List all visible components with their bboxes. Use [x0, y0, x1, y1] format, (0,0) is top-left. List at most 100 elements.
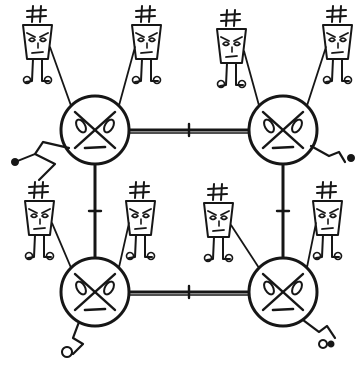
- hash-line: [331, 5, 334, 23]
- figure-head: [24, 200, 55, 236]
- leg-left: [25, 58, 34, 83]
- tail-loop: [61, 346, 73, 358]
- stick-figure: [117, 181, 156, 270]
- eye: [39, 37, 47, 43]
- brow: [316, 208, 326, 214]
- eye: [137, 37, 145, 43]
- hash-mark-icon: [28, 181, 49, 199]
- hub-eye: [263, 118, 275, 134]
- link-line: [275, 162, 291, 260]
- hash-line: [140, 5, 143, 23]
- foot: [322, 75, 332, 85]
- hash-line: [233, 9, 236, 27]
- brow: [129, 208, 139, 214]
- eye: [131, 213, 139, 219]
- hash-line: [39, 5, 42, 23]
- brow: [142, 208, 152, 214]
- hub-tail: [11, 140, 71, 182]
- hash-line: [28, 185, 49, 188]
- hash-mark-icon: [220, 9, 241, 27]
- hash-line: [142, 181, 145, 199]
- hash-line: [31, 5, 34, 23]
- angry-face-icon: [129, 208, 152, 230]
- brow: [28, 208, 38, 214]
- hub-eye: [75, 280, 87, 296]
- stick-figure: [24, 181, 73, 270]
- leg-left: [325, 58, 334, 83]
- mouth: [212, 229, 225, 232]
- foot: [237, 79, 247, 89]
- hash-line: [207, 187, 228, 190]
- figure-head: [131, 24, 162, 60]
- leg-left: [219, 62, 228, 87]
- eye: [328, 37, 336, 43]
- hub-outline: [247, 94, 319, 166]
- hash-line: [225, 9, 228, 27]
- hub-tail: [301, 318, 337, 349]
- brow: [207, 210, 217, 216]
- eye: [339, 37, 347, 43]
- eye: [233, 41, 241, 47]
- leg-left: [27, 234, 36, 259]
- connector-line: [117, 222, 130, 270]
- eye: [28, 37, 36, 43]
- hash-line: [129, 185, 150, 188]
- angry-face-icon: [135, 32, 158, 54]
- hub-cross: [73, 272, 117, 312]
- stick-figure: [305, 5, 353, 108]
- brow: [148, 32, 158, 38]
- foot: [22, 75, 32, 85]
- figure-head: [322, 24, 353, 60]
- angry-face-icon: [326, 32, 349, 54]
- mouth: [33, 227, 46, 230]
- stick-figure: [216, 9, 261, 108]
- mouth: [31, 51, 44, 54]
- leg-right: [222, 236, 231, 260]
- hub-eye: [291, 118, 303, 134]
- tail-line: [309, 144, 347, 164]
- leg-right: [144, 234, 153, 258]
- angry-face-icon: [207, 210, 230, 232]
- foot: [131, 75, 141, 85]
- hub-circle: [247, 94, 355, 166]
- hash-line: [207, 193, 228, 196]
- foot: [216, 79, 226, 89]
- eye: [220, 215, 228, 221]
- hash-mark-icon: [135, 5, 156, 23]
- hash-line: [326, 15, 347, 18]
- hash-mark-icon: [316, 181, 337, 199]
- brow: [329, 208, 339, 214]
- connector-line: [51, 222, 73, 270]
- figure-head: [203, 202, 234, 238]
- mouth: [321, 227, 334, 230]
- foot: [45, 251, 55, 261]
- hash-line: [41, 181, 44, 199]
- link-line: [127, 122, 251, 138]
- foot: [146, 251, 156, 261]
- hash-line: [26, 15, 47, 18]
- stick-figure: [22, 5, 73, 108]
- foot: [125, 251, 135, 261]
- link-line: [87, 162, 103, 260]
- tail-line: [14, 153, 36, 163]
- hash-mark-icon: [26, 5, 47, 23]
- brow: [41, 208, 51, 214]
- foot: [43, 75, 53, 85]
- hash-line: [33, 181, 36, 199]
- leg-left: [315, 234, 324, 259]
- hub-eye: [263, 280, 275, 296]
- eye: [318, 213, 326, 219]
- foot: [312, 251, 322, 261]
- brow: [39, 32, 49, 38]
- figure-head: [312, 200, 343, 236]
- angry-face-icon: [220, 36, 243, 58]
- tail-line: [301, 318, 337, 340]
- mouth: [134, 227, 147, 230]
- hash-line: [220, 13, 241, 16]
- leg-right: [41, 58, 50, 82]
- hash-line: [220, 19, 241, 22]
- eye: [41, 213, 49, 219]
- hub-tail: [61, 320, 85, 358]
- brow: [26, 32, 36, 38]
